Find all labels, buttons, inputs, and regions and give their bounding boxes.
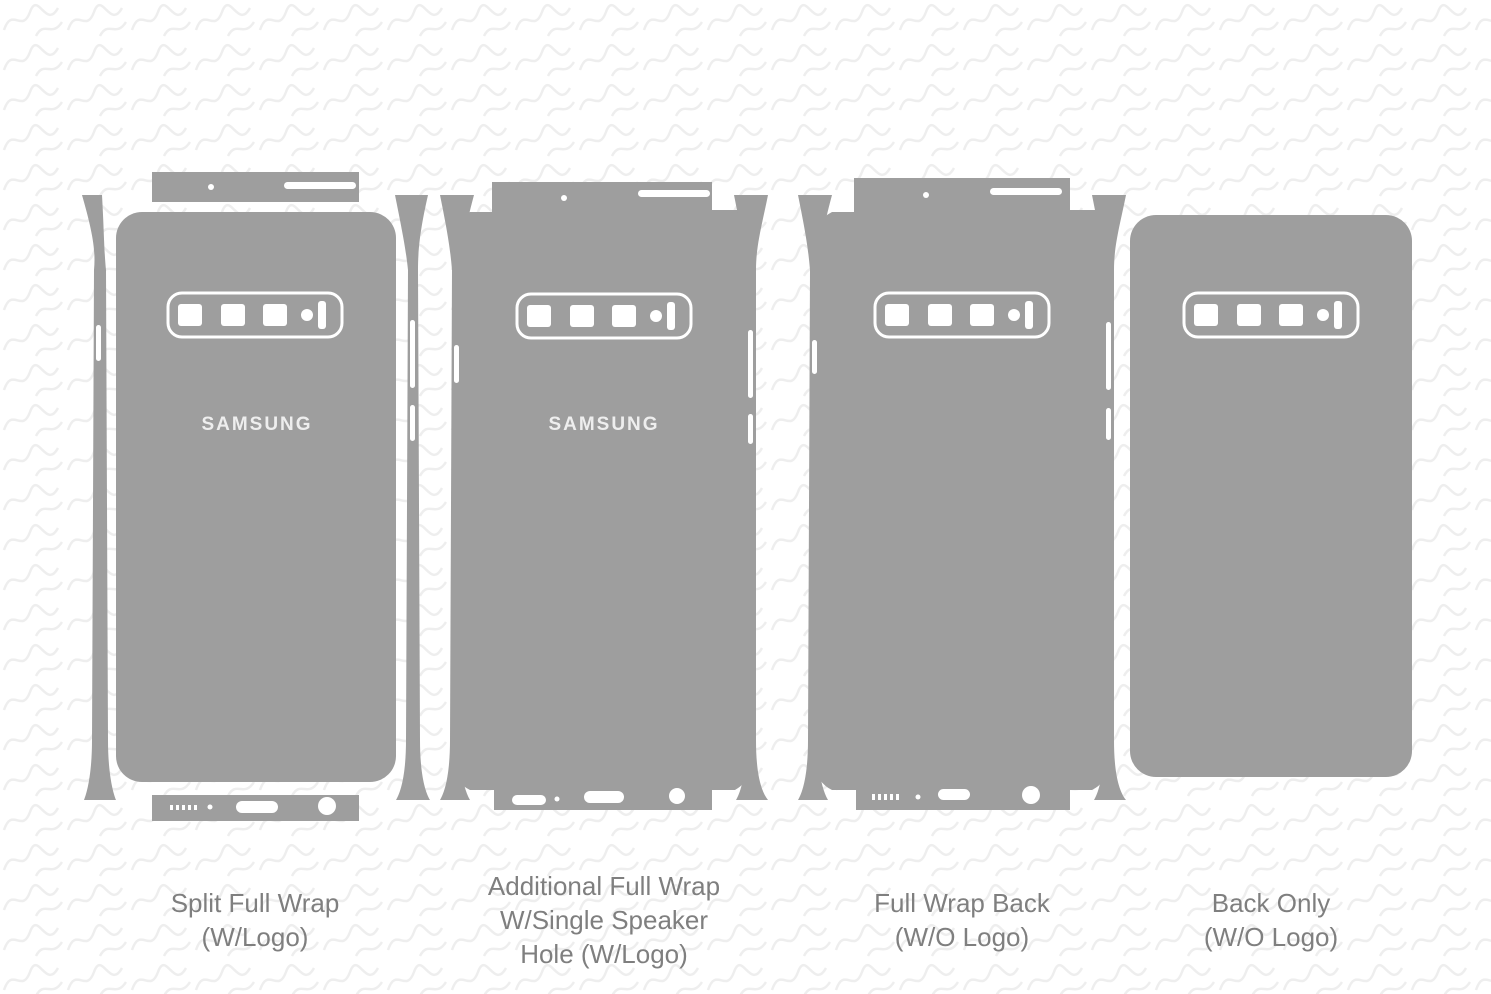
right-wing bbox=[1092, 195, 1126, 800]
right-side-strip bbox=[395, 195, 430, 800]
flash-cutout bbox=[301, 309, 313, 321]
sensor-cutout bbox=[1025, 301, 1033, 329]
caption-split-full-wrap: Split Full Wrap (W/Logo) bbox=[171, 886, 340, 954]
sensor-cutout bbox=[667, 302, 675, 330]
top-mic-hole bbox=[561, 195, 567, 201]
left-wing bbox=[440, 195, 474, 800]
lens-cutout bbox=[970, 304, 994, 326]
flash-cutout bbox=[1317, 309, 1329, 321]
speaker-grille bbox=[872, 794, 899, 800]
right-wing bbox=[734, 195, 768, 800]
template-back-only bbox=[1130, 215, 1412, 777]
camera-cutouts bbox=[166, 291, 1360, 340]
right-power-cutout bbox=[1106, 408, 1111, 440]
caption-line: (W/Logo) bbox=[201, 922, 309, 952]
bottom-mic-hole bbox=[207, 804, 213, 810]
lens-cutout bbox=[221, 304, 245, 326]
left-button-cutout bbox=[454, 345, 459, 383]
caption-line: (W/O Logo) bbox=[1203, 922, 1339, 952]
camera-outline bbox=[1182, 291, 1360, 339]
camera-module-3 bbox=[873, 291, 1051, 339]
usb-port-cutout bbox=[938, 789, 970, 800]
headphone-jack-cutout bbox=[669, 788, 685, 804]
camera-outline bbox=[166, 291, 344, 339]
samsung-logo-2: SAMSUNG bbox=[548, 414, 659, 435]
lens-cutout bbox=[1194, 304, 1218, 326]
top-slot-cutout bbox=[990, 188, 1062, 195]
caption-back-only: Back Only (W/O Logo) bbox=[1204, 886, 1338, 954]
back-panel bbox=[1130, 215, 1412, 777]
left-wing bbox=[798, 195, 832, 800]
lens-cutout bbox=[1237, 304, 1261, 326]
lens-cutout bbox=[178, 304, 202, 326]
left-button-cutout bbox=[812, 340, 817, 374]
template-split-full-wrap bbox=[82, 172, 430, 821]
right-power-cutout bbox=[410, 405, 415, 441]
headphone-jack-cutout bbox=[1022, 786, 1040, 804]
top-mic-hole bbox=[923, 192, 929, 198]
right-power-cutout bbox=[748, 414, 753, 444]
wrap-panel bbox=[452, 182, 752, 810]
bottom-mic-hole bbox=[554, 796, 560, 802]
bottom-mic-hole bbox=[915, 794, 921, 800]
headphone-jack-cutout bbox=[318, 797, 336, 815]
speaker-grille bbox=[170, 805, 197, 810]
camera-module-1 bbox=[166, 291, 344, 339]
lens-cutout bbox=[263, 304, 287, 326]
usb-port-cutout bbox=[236, 801, 278, 813]
samsung-logo-1: SAMSUNG bbox=[201, 414, 312, 435]
caption-line: Split Full Wrap bbox=[170, 888, 340, 918]
lens-cutout bbox=[928, 304, 952, 326]
caption-line: Full Wrap Back bbox=[874, 888, 1050, 918]
lens-cutout bbox=[1279, 304, 1303, 326]
flash-cutout bbox=[650, 310, 662, 322]
caption-full-wrap-back: Full Wrap Back (W/O Logo) bbox=[874, 886, 1050, 954]
lens-cutout bbox=[885, 304, 909, 326]
lens-cutout bbox=[612, 305, 636, 327]
caption-line: Additional Full Wrap bbox=[487, 871, 721, 901]
caption-line: Hole (W/Logo) bbox=[520, 939, 688, 969]
lens-cutout bbox=[527, 305, 551, 327]
camera-module-4 bbox=[1182, 291, 1360, 339]
lens-cutout bbox=[570, 305, 594, 327]
right-volume-cutout bbox=[410, 320, 415, 388]
wrap-panel bbox=[814, 178, 1110, 810]
sensor-cutout bbox=[1334, 301, 1342, 329]
top-slot-cutout bbox=[284, 182, 356, 189]
camera-module-2 bbox=[515, 292, 693, 340]
usb-port-cutout bbox=[584, 791, 624, 803]
left-button-cutout bbox=[96, 325, 101, 361]
template-full-wrap-back bbox=[798, 178, 1126, 810]
template-additional-full-wrap bbox=[440, 182, 768, 810]
camera-outline bbox=[515, 292, 693, 340]
caption-line: (W/O Logo) bbox=[894, 922, 1030, 952]
back-panel bbox=[116, 212, 396, 782]
left-side-strip bbox=[82, 195, 116, 800]
right-volume-cutout bbox=[748, 330, 753, 398]
caption-additional-full-wrap: Additional Full Wrap W/Single Speaker Ho… bbox=[488, 869, 720, 971]
caption-line: Back Only bbox=[1211, 888, 1331, 918]
camera-outline bbox=[873, 291, 1051, 339]
top-slot-cutout bbox=[638, 190, 710, 197]
top-mic-hole bbox=[208, 184, 214, 190]
right-volume-cutout bbox=[1106, 322, 1111, 390]
caption-line: W/Single Speaker bbox=[499, 905, 709, 935]
single-speaker-hole bbox=[512, 795, 546, 805]
sensor-cutout bbox=[318, 301, 326, 329]
flash-cutout bbox=[1008, 309, 1020, 321]
